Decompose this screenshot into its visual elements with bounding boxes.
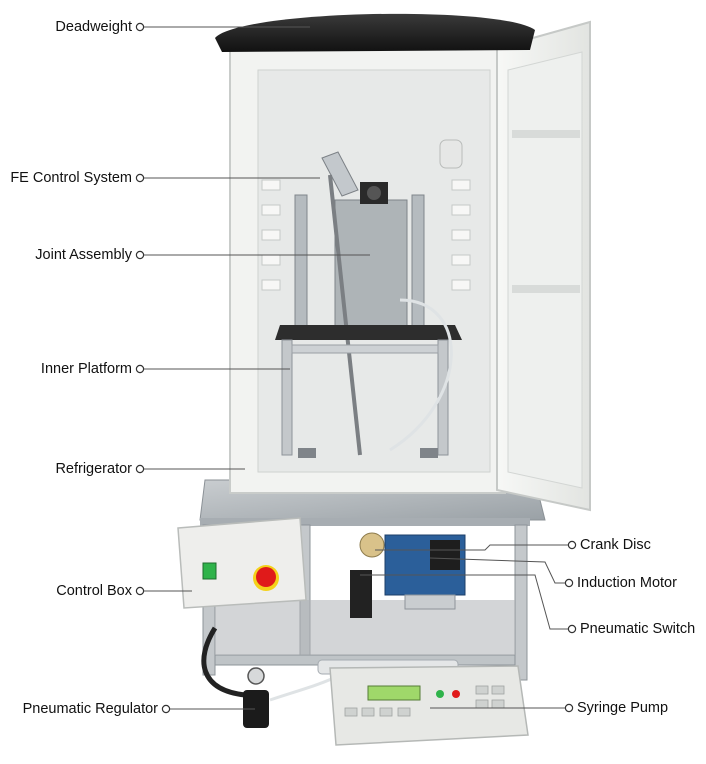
label-syringe-pump: Syringe Pump <box>577 700 669 716</box>
label-induction-motor: Induction Motor <box>577 575 677 591</box>
label-inner-platform: Inner Platform <box>40 361 132 377</box>
label-joint-assembly: Joint Assembly <box>35 247 132 263</box>
deadweight-cushion <box>215 13 535 52</box>
label-control-box: Control Box <box>56 583 132 599</box>
joint-assembly <box>294 139 463 456</box>
leader-lines <box>144 26 568 710</box>
inner-platform <box>275 298 462 458</box>
label-pneumatic-switch: Pneumatic Switch <box>580 621 696 637</box>
syringe-pump <box>317 659 529 746</box>
label-crank-disc: Crank Disc <box>580 537 651 553</box>
control-box <box>177 517 307 609</box>
leader-dots <box>135 22 577 714</box>
label-fe-control-system: FE Control System <box>10 170 132 186</box>
refrigerator-door <box>496 20 591 512</box>
label-pneumatic-regulator: Pneumatic Regulator <box>22 701 158 717</box>
drive-mechanism <box>350 532 466 618</box>
label-deadweight: Deadweight <box>55 19 132 35</box>
label-refrigerator: Refrigerator <box>55 461 132 477</box>
